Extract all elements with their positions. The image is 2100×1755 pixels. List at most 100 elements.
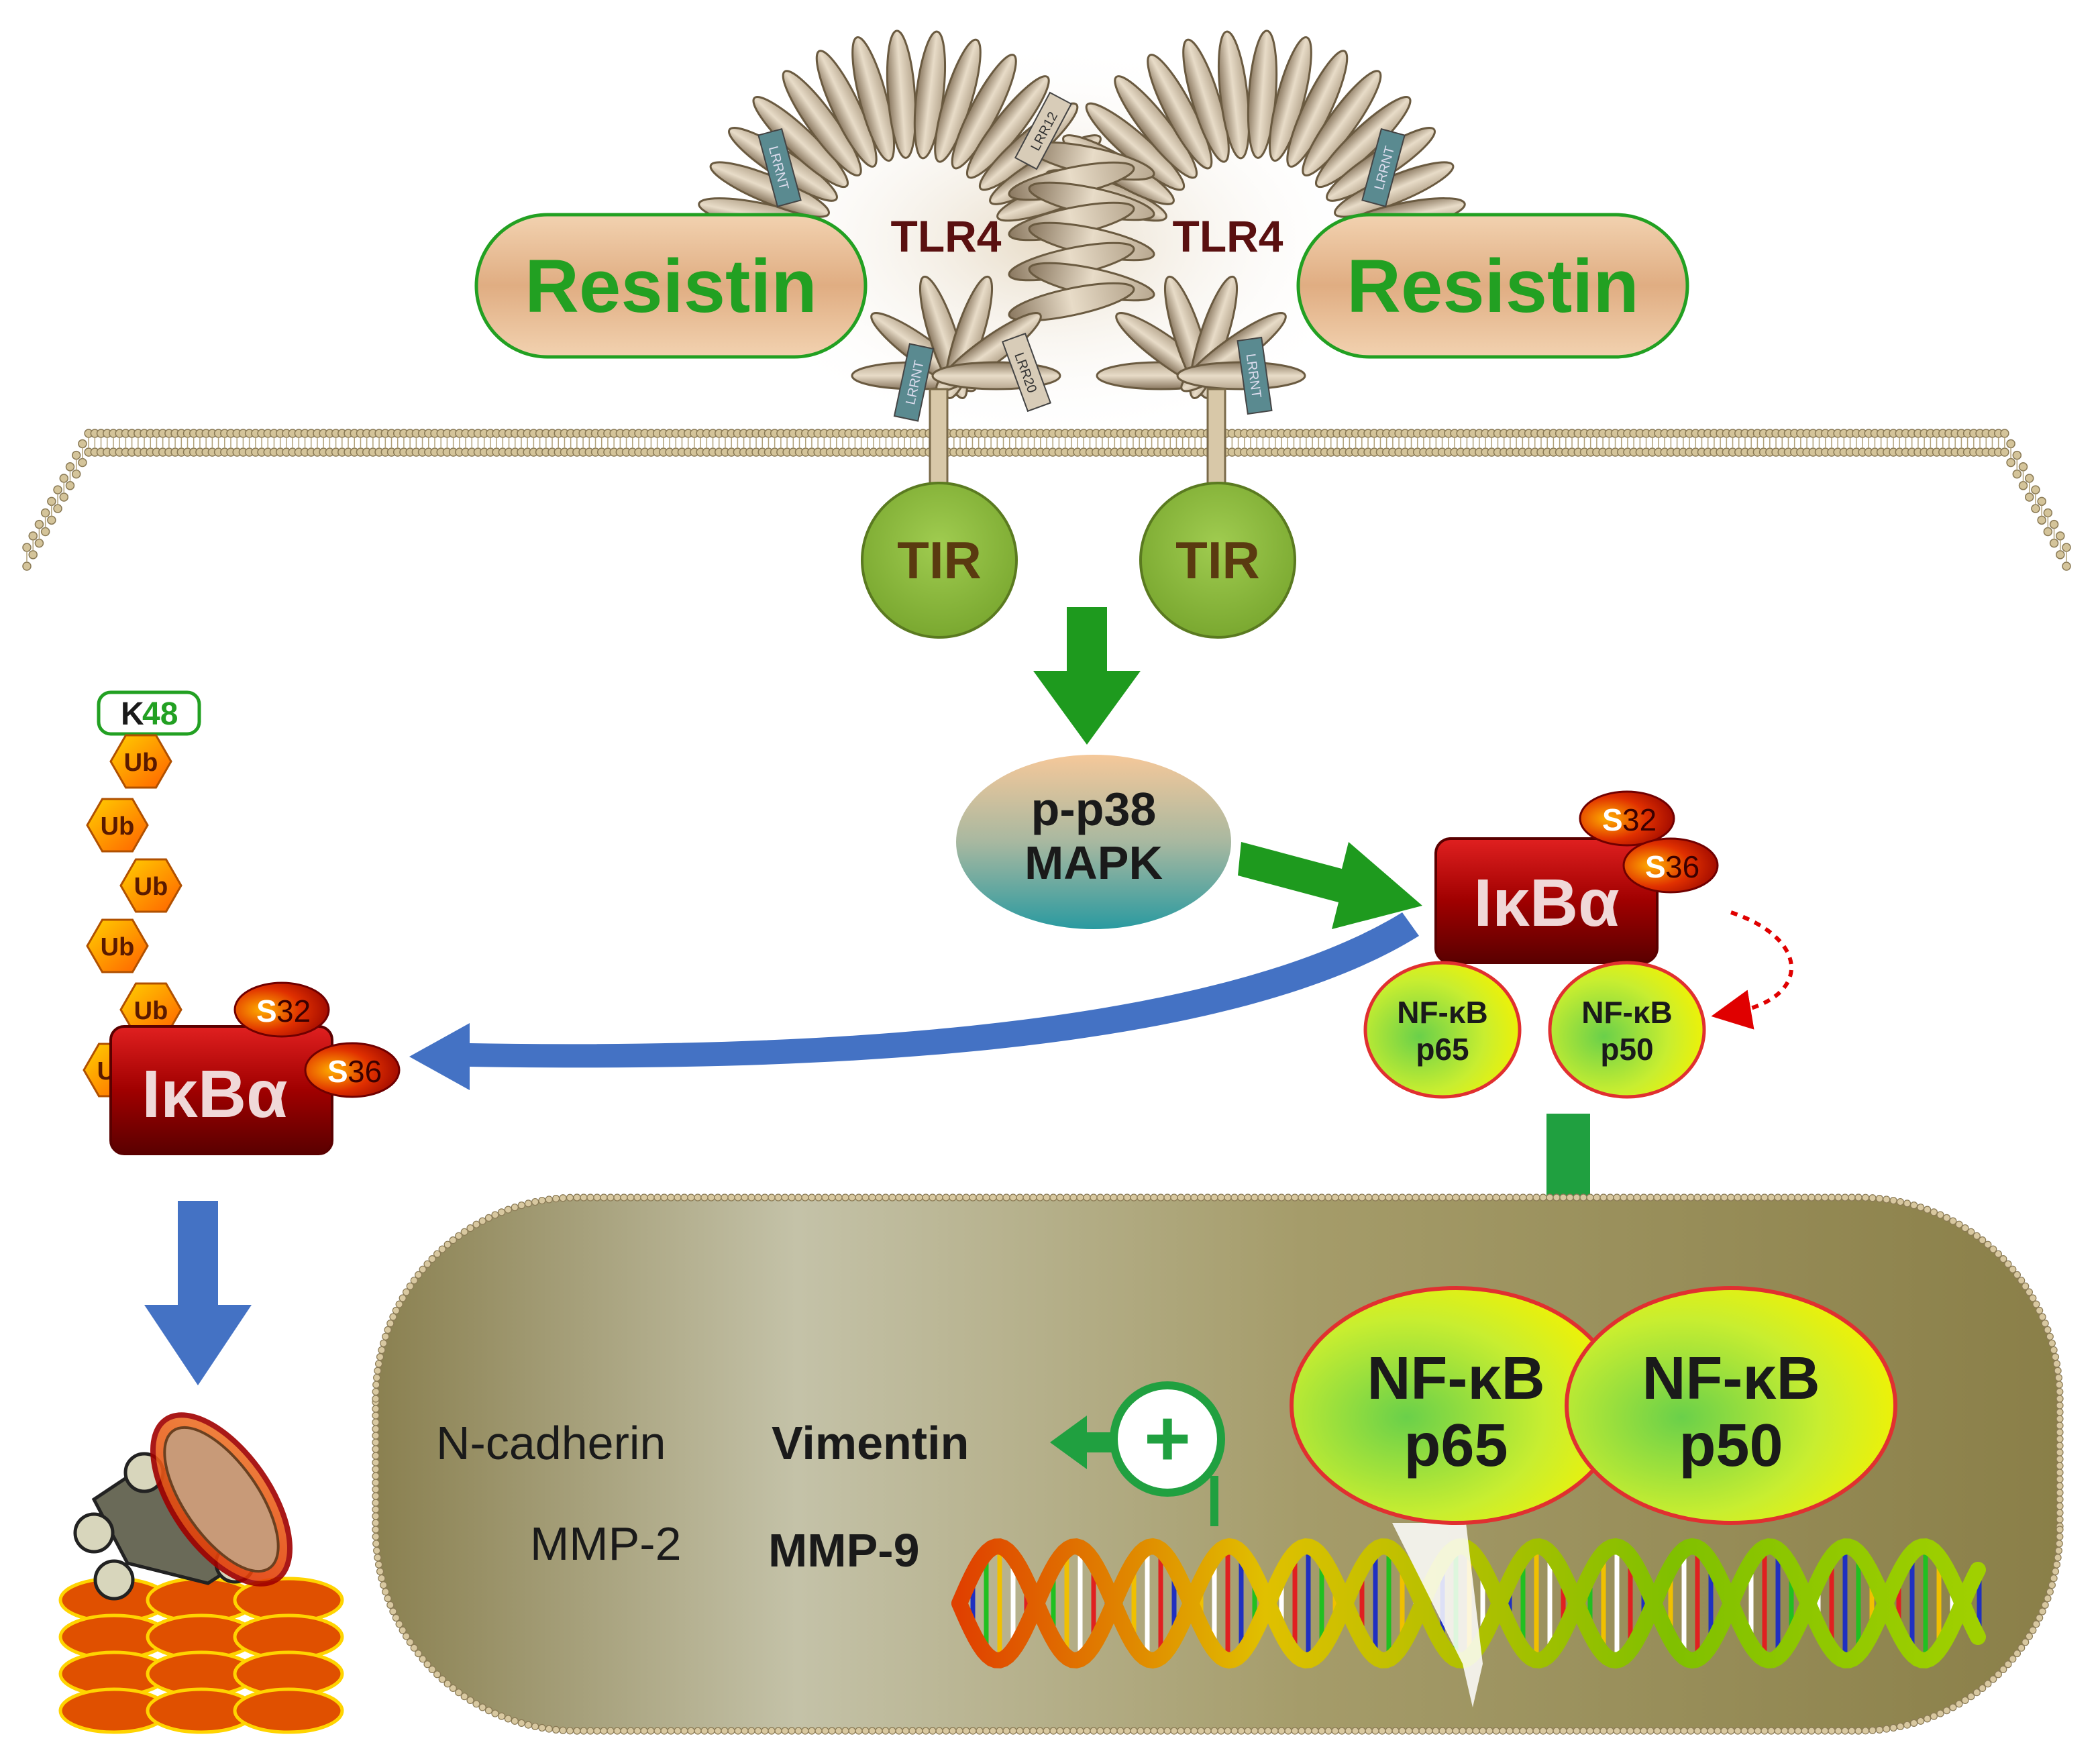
envelope-bead — [1358, 1193, 1366, 1202]
envelope-bead — [1036, 1193, 1044, 1202]
envelope-bead — [1807, 1193, 1816, 1202]
envelope-bead — [1230, 1727, 1239, 1735]
envelope-bead — [674, 1193, 682, 1202]
envelope-bead — [1251, 1727, 1259, 1735]
envelope-bead — [428, 1665, 436, 1673]
envelope-bead — [438, 1245, 446, 1253]
lipid-head — [22, 562, 32, 571]
envelope-bead — [1002, 1727, 1010, 1735]
lipid-head — [40, 527, 50, 537]
envelope-bead — [653, 1193, 662, 1202]
envelope-bead — [1365, 1727, 1373, 1735]
envelope-bead — [1298, 1193, 1306, 1202]
envelope-bead — [741, 1727, 749, 1735]
lipid-head — [59, 474, 69, 483]
envelope-bead — [2056, 1395, 2064, 1403]
envelope-bead — [2055, 1540, 2063, 1548]
envelope-bead — [1720, 1727, 1728, 1735]
envelope-bead — [449, 1236, 457, 1244]
envelope-bead — [1700, 1193, 1708, 1202]
envelope-bead — [1425, 1193, 1433, 1202]
envelope-bead — [586, 1193, 594, 1202]
envelope-bead — [620, 1193, 628, 1202]
envelope-bead — [428, 1255, 436, 1263]
envelope-bead — [1237, 1727, 1245, 1735]
lipid-head — [47, 496, 56, 507]
lipid-head — [78, 439, 87, 449]
envelope-bead — [1566, 1193, 1574, 1202]
envelope-bead — [801, 1193, 809, 1202]
envelope-bead — [2013, 1650, 2022, 1658]
p50-nuc-label: p50 — [1679, 1412, 1783, 1479]
envelope-bead — [1398, 1193, 1406, 1202]
envelope-bead — [1224, 1193, 1232, 1202]
envelope-bead — [714, 1727, 722, 1735]
lipid-head — [28, 550, 38, 560]
tlr4-left-label: TLR4 — [891, 211, 1002, 261]
lipid-head — [71, 450, 81, 460]
envelope-bead — [1910, 1202, 1918, 1210]
lrr-leaflet — [1182, 38, 1230, 163]
envelope-bead — [955, 1727, 963, 1735]
envelope-bead — [1586, 1727, 1594, 1735]
envelope-bead — [484, 1707, 493, 1715]
envelope-bead — [1438, 1193, 1447, 1202]
lrr-leaflet — [886, 30, 917, 159]
envelope-bead — [1626, 1727, 1634, 1735]
envelope-bead — [1096, 1727, 1104, 1735]
envelope-bead — [607, 1727, 615, 1735]
arrow-to-proteasome — [144, 1201, 252, 1385]
lipid-head — [2031, 504, 2040, 513]
envelope-bead — [372, 1425, 380, 1433]
envelope-bead — [2048, 1581, 2056, 1589]
envelope-bead — [1875, 1725, 1883, 1734]
envelope-bead — [1130, 1193, 1138, 1202]
envelope-bead — [1016, 1193, 1024, 1202]
envelope-bead — [1452, 1727, 1460, 1735]
envelope-bead — [1371, 1193, 1379, 1202]
envelope-bead — [1230, 1193, 1239, 1202]
envelope-bead — [414, 1271, 423, 1279]
envelope-bead — [788, 1193, 796, 1202]
envelope-bead — [2056, 1462, 2064, 1470]
envelope-bead — [372, 1479, 380, 1487]
envelope-bead — [1984, 1240, 1992, 1248]
ubiquitin-label: Ub — [101, 933, 135, 961]
envelope-bead — [1734, 1727, 1742, 1735]
envelope-bead — [1392, 1193, 1400, 1202]
envelope-bead — [2017, 1644, 2026, 1652]
envelope-bead — [1331, 1193, 1339, 1202]
envelope-bead — [1924, 1715, 1932, 1723]
envelope-bead — [1606, 1193, 1614, 1202]
envelope-bead — [734, 1727, 742, 1735]
envelope-bead — [382, 1588, 390, 1596]
envelope-bead — [1961, 1224, 1969, 1232]
envelope-bead — [1210, 1727, 1218, 1735]
envelope-bead — [593, 1727, 601, 1735]
envelope-bead — [2054, 1374, 2062, 1382]
envelope-bead — [1271, 1193, 1279, 1202]
envelope-bead — [768, 1727, 776, 1735]
envelope-bead — [1083, 1193, 1091, 1202]
envelope-bead — [1955, 1700, 1963, 1708]
envelope-bead — [1418, 1193, 1426, 1202]
envelope-bead — [498, 1712, 506, 1720]
envelope-bead — [402, 1632, 411, 1640]
envelope-bead — [2056, 1401, 2064, 1410]
envelope-bead — [2056, 1502, 2064, 1510]
envelope-bead — [1999, 1255, 2007, 1263]
ubiquitin-hexagon — [86, 798, 149, 853]
envelope-bead — [976, 1727, 984, 1735]
envelope-bead — [640, 1727, 648, 1735]
envelope-bead — [1197, 1193, 1205, 1202]
envelope-bead — [1573, 1727, 1581, 1735]
envelope-bead — [1720, 1193, 1728, 1202]
envelope-bead — [372, 1505, 380, 1513]
envelope-bead — [1532, 1727, 1540, 1735]
envelope-bead — [573, 1193, 581, 1202]
envelope-bead — [1398, 1727, 1406, 1735]
envelope-bead — [2056, 1442, 2064, 1450]
envelope-bead — [875, 1193, 883, 1202]
